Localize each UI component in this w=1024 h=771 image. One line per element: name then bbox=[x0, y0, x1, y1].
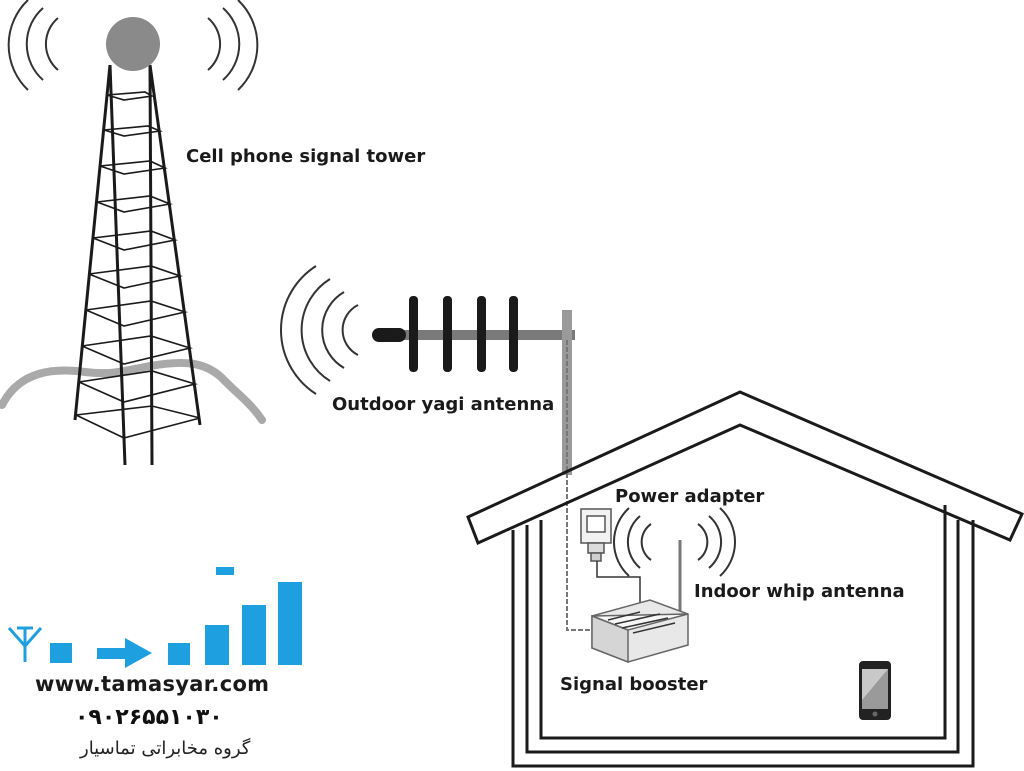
whip-antenna-label: Indoor whip antenna bbox=[694, 581, 905, 602]
signal-wave-icon bbox=[280, 265, 359, 395]
phone-number: ۰۹۰۲۶۵۵۱۰۳۰ bbox=[75, 705, 223, 730]
signal-wave-icon bbox=[612, 507, 737, 577]
tower-top-sphere bbox=[106, 17, 160, 71]
tower-icon bbox=[73, 64, 202, 466]
hill bbox=[0, 358, 266, 424]
house-icon bbox=[466, 390, 1024, 768]
power-adapter-label: Power adapter bbox=[615, 486, 765, 507]
signal-booster-icon bbox=[591, 599, 689, 664]
company-name: گروه مخابراتی تماسیار bbox=[80, 738, 251, 759]
yagi-antenna-icon bbox=[372, 296, 575, 475]
smartphone-icon bbox=[859, 661, 891, 720]
arrow-right-icon bbox=[97, 638, 152, 668]
power-adapter-icon bbox=[580, 508, 641, 605]
antenna-logo-icon bbox=[7, 626, 43, 662]
yagi-antenna-label: Outdoor yagi antenna bbox=[332, 394, 555, 415]
signal-bars-icon bbox=[168, 567, 302, 665]
signal-booster-label: Signal booster bbox=[560, 674, 708, 695]
coax-cable bbox=[566, 340, 592, 631]
signal-wave-icon bbox=[7, 0, 259, 91]
tower-label: Cell phone signal tower bbox=[186, 146, 426, 167]
logo-square bbox=[50, 643, 72, 663]
website-url: www.tamasyar.com bbox=[35, 672, 270, 696]
